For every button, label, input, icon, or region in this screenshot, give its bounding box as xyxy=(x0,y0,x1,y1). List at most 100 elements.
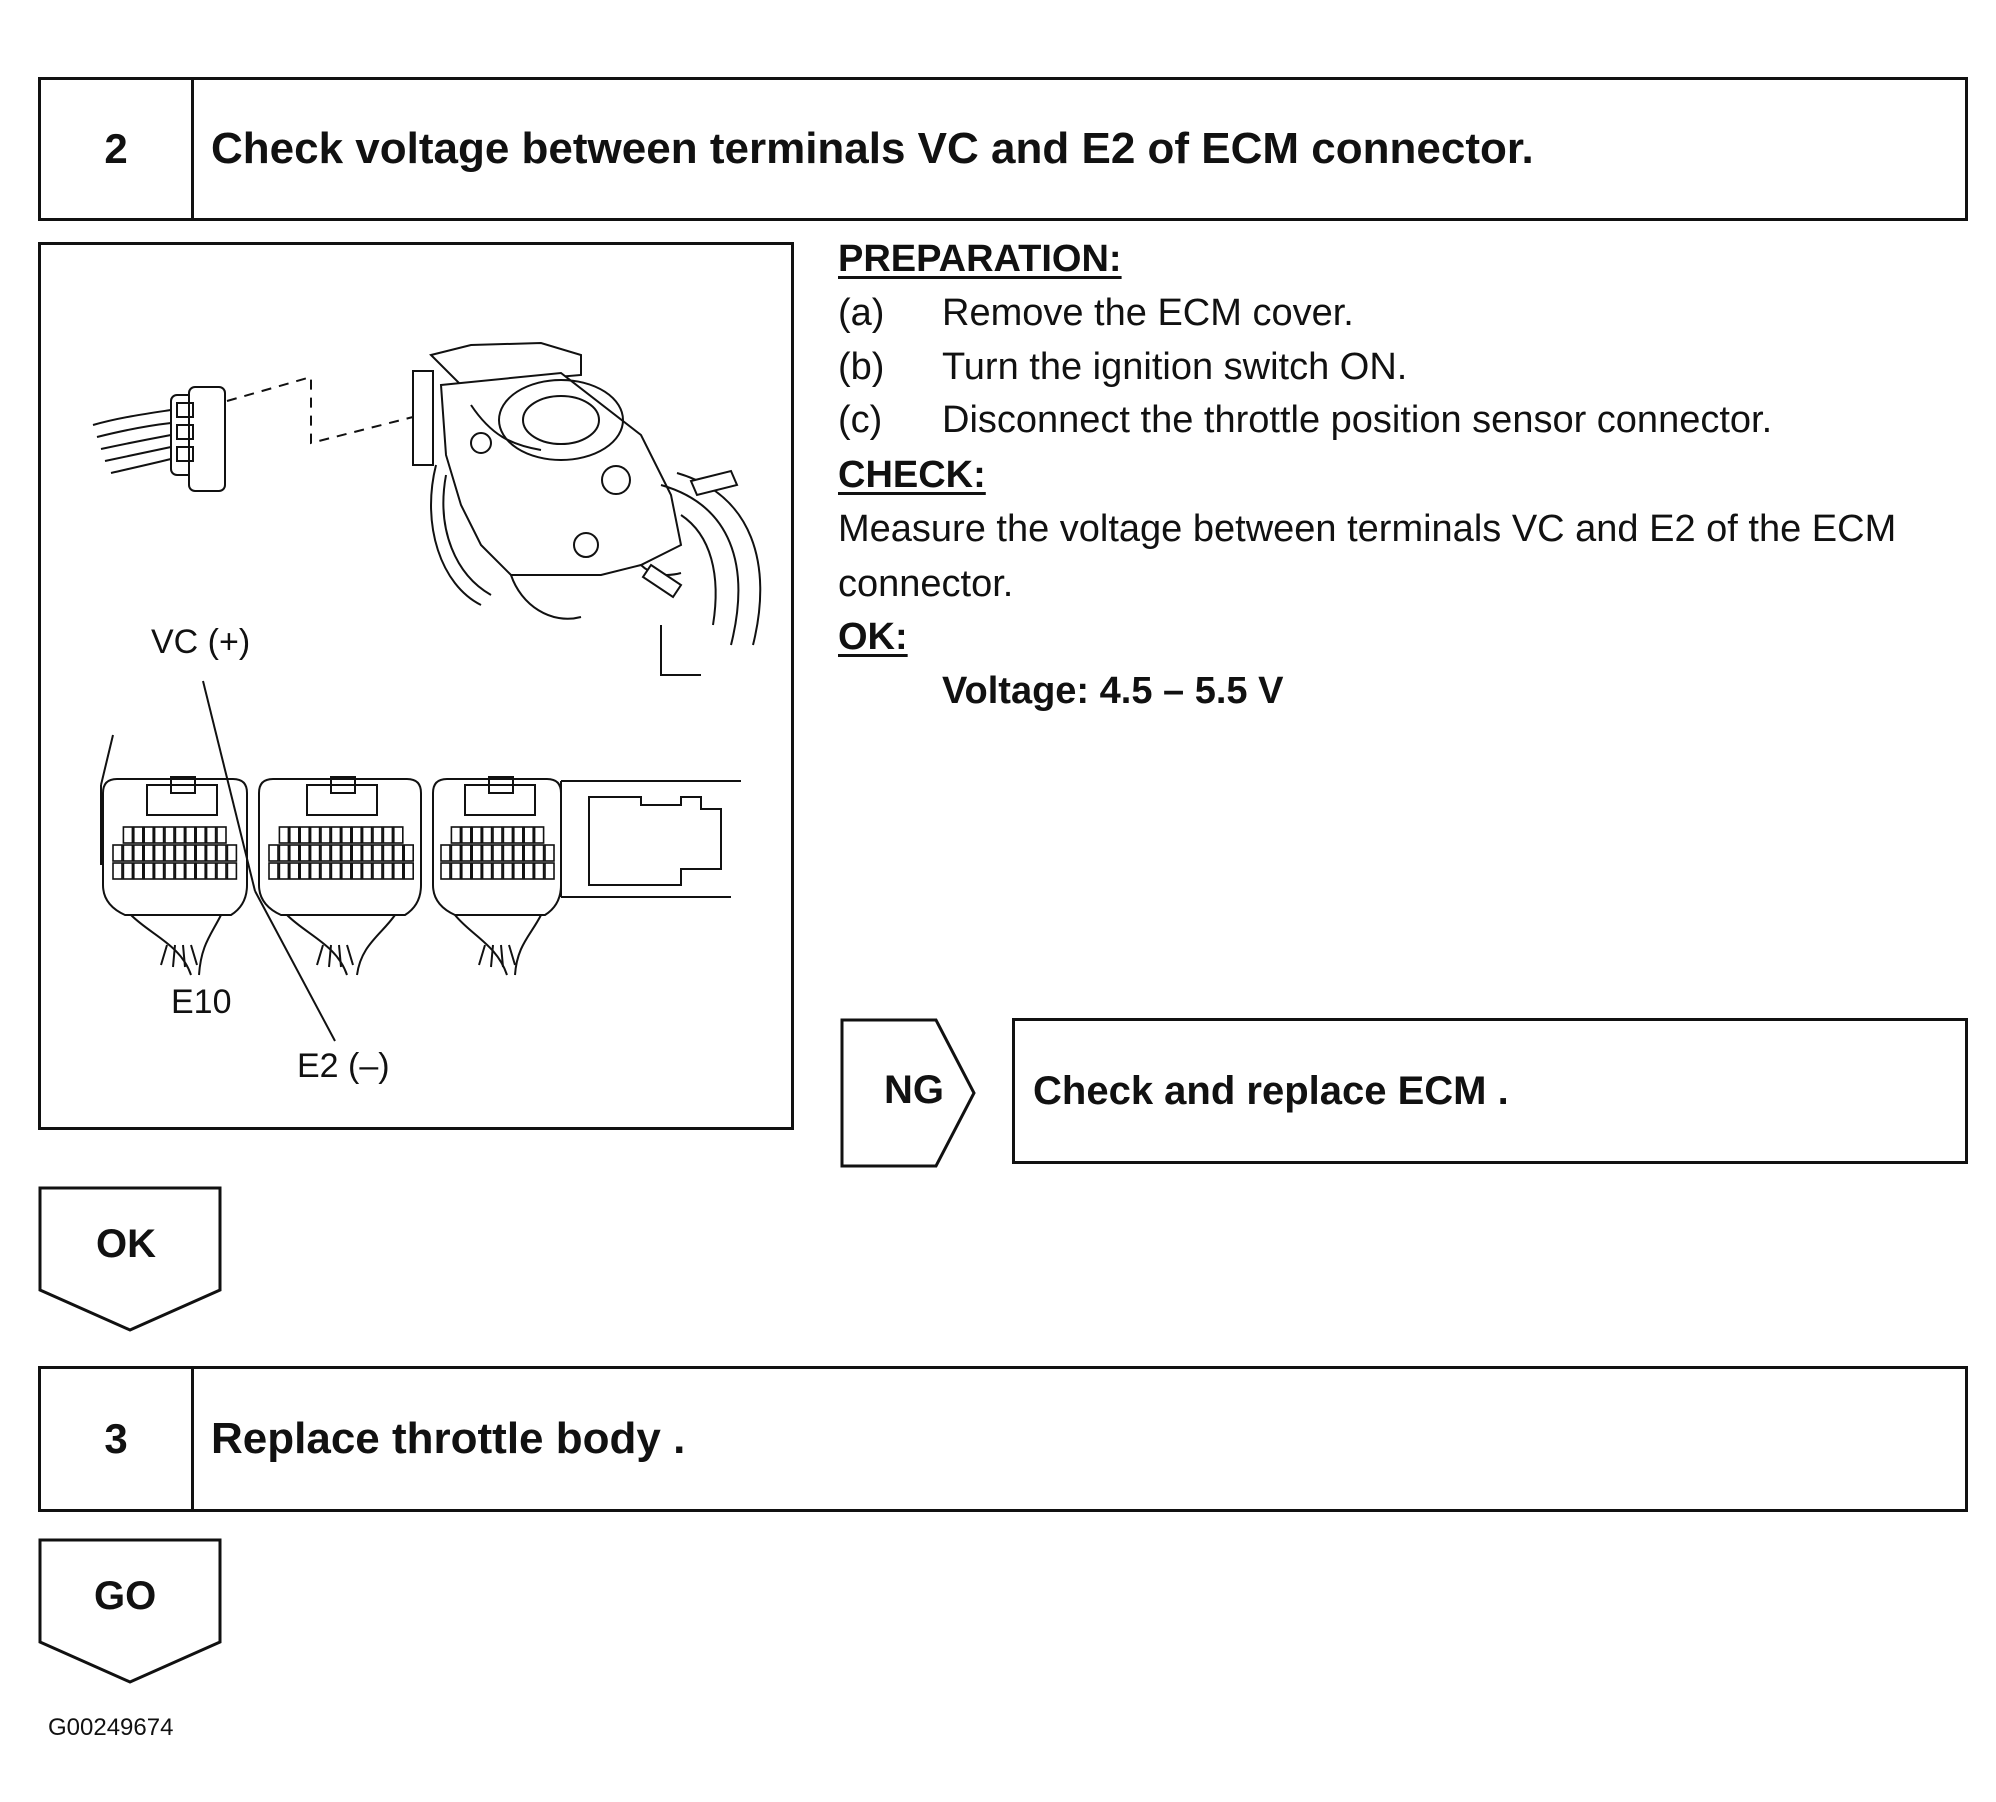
connector-pin xyxy=(471,844,483,862)
connector-pin xyxy=(226,844,238,862)
connector-pin xyxy=(226,862,238,880)
step-2-header: 2 Check voltage between terminals VC and… xyxy=(38,77,1968,221)
connector-pin xyxy=(153,826,165,844)
connector-pin xyxy=(361,826,373,844)
connector-pin xyxy=(216,826,227,844)
connector-pin xyxy=(392,826,404,844)
connector-pin xyxy=(523,862,535,880)
check-heading: CHECK: xyxy=(838,454,986,496)
connector-pin xyxy=(351,862,363,880)
connector-pin xyxy=(320,862,331,880)
connector-pin xyxy=(205,844,217,862)
item-label: (b) xyxy=(838,346,885,388)
connector-pin xyxy=(205,826,217,844)
check-text-line: connector. xyxy=(838,563,1014,605)
connector-pin xyxy=(372,844,383,862)
go-arrow xyxy=(38,1538,222,1684)
connector-pin xyxy=(299,844,311,862)
connector-pin xyxy=(278,844,290,862)
connector-pin xyxy=(382,844,394,862)
connector-pin xyxy=(372,862,383,880)
step-title: Replace throttle body . xyxy=(211,1414,686,1463)
ng-label: NG xyxy=(884,1068,944,1112)
connector-pin xyxy=(492,862,503,880)
item-label: (a) xyxy=(838,292,885,334)
connector-pin xyxy=(299,826,311,844)
connector-pin xyxy=(460,826,472,844)
connector-pin xyxy=(502,826,514,844)
connector-pin xyxy=(512,844,524,862)
connector-pin xyxy=(330,862,342,880)
connector-pin xyxy=(481,826,493,844)
connector-pin xyxy=(289,844,300,862)
connector-pin xyxy=(309,844,321,862)
preparation-item: (b) Turn the ignition switch ON. xyxy=(838,346,1938,390)
connector-pin xyxy=(278,826,290,844)
connector-pin xyxy=(122,826,134,844)
connector-pin xyxy=(133,826,144,844)
connector-pin xyxy=(164,862,175,880)
go-label: GO xyxy=(94,1574,157,1618)
connector-pin xyxy=(440,844,451,862)
ng-action-text: Check and replace ECM . xyxy=(1033,1068,1509,1113)
connector-pin xyxy=(268,844,279,862)
connector-pin xyxy=(450,844,462,862)
connector-pin xyxy=(143,826,154,844)
connector-pin xyxy=(153,844,165,862)
step-number: 2 xyxy=(41,80,194,218)
connector-pin xyxy=(309,826,321,844)
connector-pin xyxy=(340,862,352,880)
connector-pin xyxy=(174,826,186,844)
ok-label: OK xyxy=(96,1222,156,1266)
connector-pin xyxy=(330,844,342,862)
item-text: Turn the ignition switch ON. xyxy=(942,346,1408,388)
vc-terminal-label: VC (+) xyxy=(151,623,251,661)
connector-pin xyxy=(164,844,175,862)
connector-pin xyxy=(533,862,545,880)
connector-pin xyxy=(143,844,154,862)
connector-pin xyxy=(492,826,503,844)
connector-pin xyxy=(122,844,134,862)
connector-pin xyxy=(481,844,493,862)
preparation-item: (c) Disconnect the throttle position sen… xyxy=(838,399,1938,443)
connector-pin xyxy=(523,826,535,844)
item-text: Disconnect the throttle position sensor … xyxy=(942,399,1773,441)
connector-pin xyxy=(382,862,394,880)
figure-id: G00249674 xyxy=(48,1714,174,1741)
connector-pin xyxy=(330,826,342,844)
step-title: Check voltage between terminals VC and E… xyxy=(211,124,1534,173)
connector-pin xyxy=(502,862,514,880)
connector-pin xyxy=(268,862,279,880)
item-label: (c) xyxy=(838,399,883,441)
connector-pin xyxy=(471,862,483,880)
connector-pin xyxy=(361,844,373,862)
connector-pin xyxy=(133,862,144,880)
connector-pin xyxy=(133,844,144,862)
e10-connector-label: E10 xyxy=(171,983,232,1021)
ok-arrow xyxy=(38,1186,222,1332)
connector-pin xyxy=(403,862,415,880)
connector-pin xyxy=(340,844,352,862)
step-number: 3 xyxy=(41,1369,194,1509)
connector-pin xyxy=(512,862,524,880)
e2-terminal-label: E2 (–) xyxy=(297,1047,390,1085)
connector-pin xyxy=(216,862,227,880)
ok-heading: OK: xyxy=(838,616,908,658)
connector-pin xyxy=(320,826,331,844)
connector-pin xyxy=(351,826,363,844)
ng-action-box: Check and replace ECM . xyxy=(1012,1018,1968,1164)
connector-pin xyxy=(512,826,524,844)
connector-pin xyxy=(153,862,165,880)
connector-pin xyxy=(481,862,493,880)
connector-pin xyxy=(164,826,175,844)
connector-pin xyxy=(174,844,186,862)
preparation-heading: PREPARATION: xyxy=(838,238,1122,280)
connector-pin xyxy=(361,862,373,880)
connector-pin xyxy=(382,826,394,844)
connector-pin xyxy=(278,862,290,880)
connector-pin xyxy=(143,862,154,880)
connector-pin xyxy=(122,862,134,880)
connector-pin xyxy=(185,862,196,880)
connector-diagram xyxy=(92,341,762,1042)
connector-pin xyxy=(450,826,462,844)
